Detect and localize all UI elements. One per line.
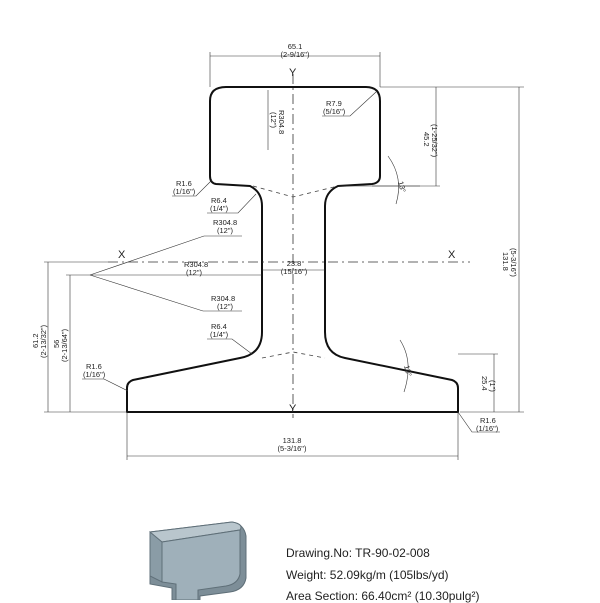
rail-3d-render (149, 521, 247, 600)
web-radius-upper-inch: (12") (217, 226, 234, 235)
head-angle-value: 13° (396, 180, 408, 193)
web-radius-lower-leader (89, 274, 204, 312)
base-left-fillet-leader (82, 378, 129, 392)
upper-web-fillet-radius: R6.4 (211, 196, 227, 205)
total-height-inch: (5-3/16") (509, 248, 518, 277)
base-left-fillet-radius: R1.6 (86, 362, 102, 371)
web-radius-center: R304.8 (184, 260, 208, 269)
axis-height-value: 61.2 (31, 333, 40, 348)
head-fishing-line (252, 185, 339, 198)
x-axis-right-label: X (448, 249, 456, 261)
base-right-fillet-radius: R1.6 (480, 416, 496, 425)
base-width-inch: (5-3/16") (278, 444, 307, 453)
head-corner-radius-inch: (5/16") (323, 107, 346, 116)
rail-weight: Weight: 52.09kg/m (105lbs/yd) (286, 568, 449, 582)
base-right-fillet-radius-inch: (1/16") (476, 424, 499, 433)
base-width-value: 131.8 (283, 436, 302, 445)
upper-web-fillet-leader (207, 193, 257, 214)
x-axis-left-label: X (118, 249, 126, 261)
head-width-inch: (2-9/16") (281, 50, 310, 59)
head-height-value: 45.2 (422, 132, 431, 147)
head-corner-radius: R7.9 (326, 99, 342, 108)
web-radius-center-inch: (12") (186, 268, 203, 277)
axis-height-inch: (2-13/32") (39, 324, 48, 358)
base-angle-value: 13° (402, 364, 414, 377)
head-height-inch: (1-25/32") (430, 124, 439, 158)
web-radius-upper-leader (89, 235, 205, 276)
web-thickness-value: 23.8 (287, 259, 302, 268)
web-radius-lower-inch: (12") (217, 302, 234, 311)
head-fillet-radius-inch: (1/16") (173, 187, 196, 196)
base-angle-arc (399, 339, 409, 393)
web-radius-lower: R304.8 (211, 294, 235, 303)
total-height-value: 131.8 (501, 252, 510, 271)
head-angle-arc (387, 155, 399, 205)
base-left-fillet-radius-inch: (1/16") (83, 370, 106, 379)
web-thickness-inch: (15/16") (281, 267, 308, 276)
lower-web-fillet-radius-inch: (1/4") (210, 330, 229, 339)
upper-web-fillet-radius-inch: (1/4") (210, 204, 229, 213)
base-axis-inch: (2-13/64") (60, 328, 69, 362)
head-fillet-radius: R1.6 (176, 179, 192, 188)
base-edge-inch: (1") (488, 380, 497, 392)
area-section: Area Section: 66.40cm² (10.30pulg²) (286, 589, 480, 603)
base-fishing-line (261, 351, 326, 359)
drawing-number: Drawing.No: TR-90-02-008 (286, 546, 430, 560)
head-crown-radius-inch: (12") (269, 112, 278, 129)
web-radius-upper: R304.8 (213, 218, 237, 227)
head-corner-leader (322, 91, 377, 117)
base-right-fillet-leader (457, 411, 500, 433)
rail-profile-outline (126, 86, 459, 413)
base-edge-value: 25.4 (480, 376, 489, 391)
head-crown-radius: R304.8 (277, 110, 286, 134)
head-width-value: 65.1 (288, 42, 303, 51)
head-fillet-leader (172, 179, 213, 197)
y-axis-bottom-label: Y (289, 403, 297, 415)
lower-web-fillet-leader (207, 338, 253, 355)
lower-web-fillet-radius: R6.4 (211, 322, 227, 331)
y-axis-top-label: Y (289, 67, 297, 79)
base-axis-value: 56 (52, 340, 61, 348)
